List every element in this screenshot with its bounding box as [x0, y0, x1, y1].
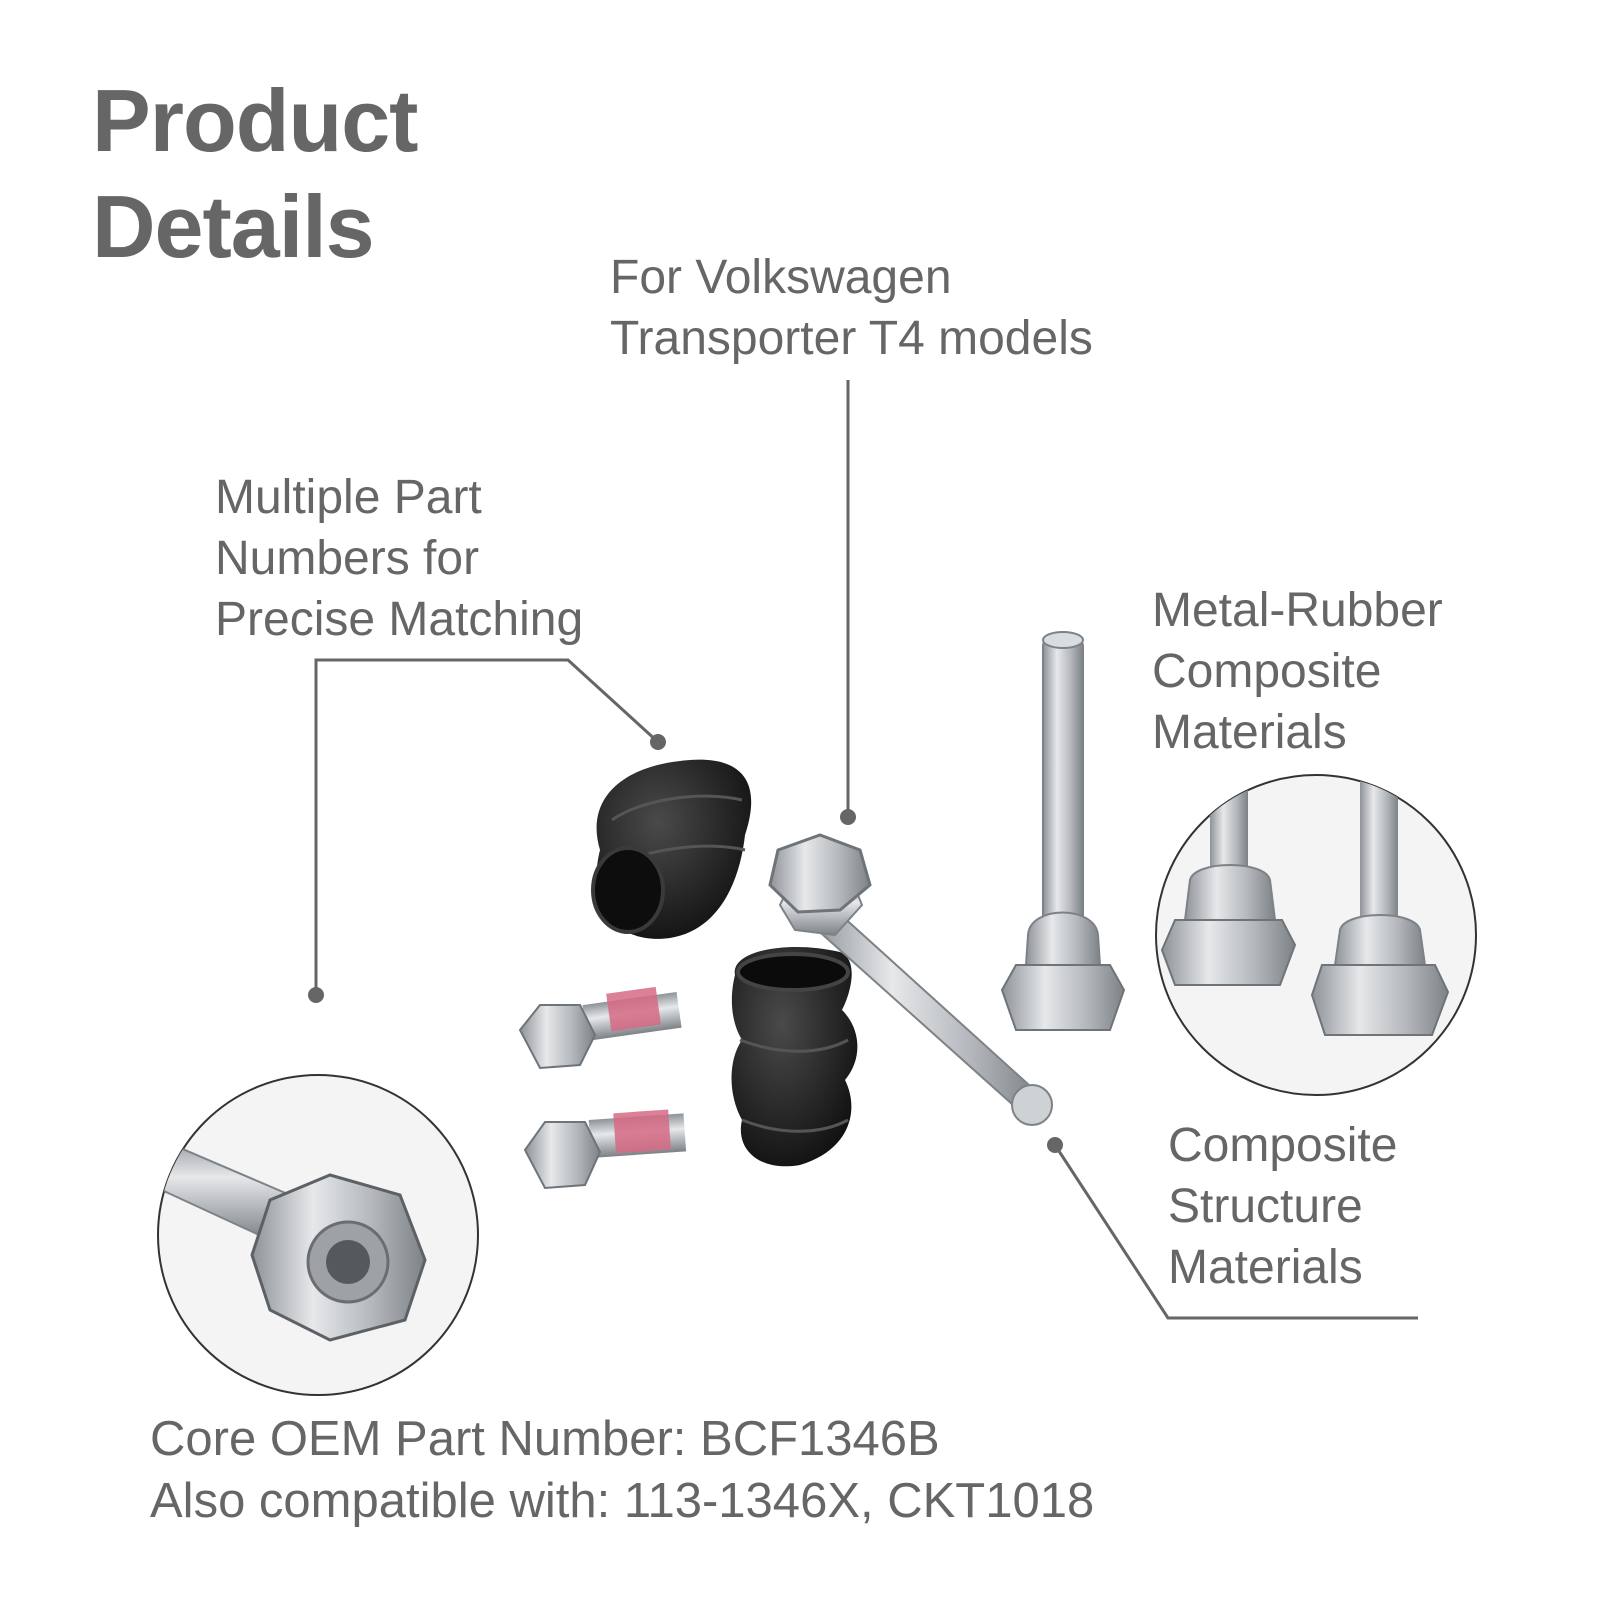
callout-volkswagen-line-1: For Volkswagen	[610, 251, 952, 304]
leader-dot-part-numbers-bottom	[308, 987, 324, 1003]
leader-dot-volkswagen	[840, 809, 856, 825]
callout-composite-structure-materials: Composite Structure Materials	[1168, 1115, 1397, 1298]
guide-pin-diagonal	[768, 833, 1053, 1126]
callout-metal-rubber-line-1: Metal-Rubber	[1152, 584, 1443, 637]
callout-part-numbers-line-2: Numbers for	[215, 532, 480, 585]
leader-line-part-numbers	[314, 658, 660, 995]
callout-part-numbers-line-1: Multiple Part	[215, 471, 482, 524]
callout-composite-structure-line-2: Structure	[1168, 1180, 1363, 1233]
page-title: Product Details	[92, 68, 418, 280]
detail-circle-right	[1155, 774, 1477, 1096]
part-number-footer: Core OEM Part Number: BCF1346B Also comp…	[150, 1408, 1094, 1532]
callout-metal-rubber-line-2: Composite	[1152, 645, 1382, 698]
rubber-boot-bottom	[731, 946, 858, 1167]
callout-volkswagen-line-2: Transporter T4 models	[610, 312, 1093, 365]
compatible-part-numbers: Also compatible with: 113-1346X, CKT1018	[150, 1474, 1095, 1528]
callout-composite-structure-line-1: Composite	[1168, 1119, 1398, 1172]
callout-metal-rubber-line-3: Materials	[1152, 706, 1347, 759]
page-title-line-2: Details	[92, 177, 375, 276]
callout-part-numbers-line-3: Precise Matching	[215, 593, 584, 646]
leader-dot-composite-structure	[1047, 1137, 1063, 1153]
page-title-line-1: Product	[92, 71, 418, 170]
detail-circle-left	[157, 1074, 479, 1396]
callout-part-numbers: Multiple Part Numbers for Precise Matchi…	[215, 467, 583, 650]
callout-metal-rubber-materials: Metal-Rubber Composite Materials	[1152, 580, 1443, 763]
bolt-bottom	[523, 1109, 687, 1190]
bolt-top	[518, 986, 682, 1070]
leader-line-composite-structure	[1053, 1144, 1418, 1320]
callout-volkswagen-fitment: For Volkswagen Transporter T4 models	[610, 247, 1093, 369]
rubber-boot-top	[591, 759, 752, 939]
guide-pin-vertical	[1000, 631, 1126, 1031]
callout-composite-structure-line-3: Materials	[1168, 1241, 1363, 1294]
leader-dot-part-numbers-top	[650, 734, 666, 750]
oem-part-number: Core OEM Part Number: BCF1346B	[150, 1412, 940, 1466]
